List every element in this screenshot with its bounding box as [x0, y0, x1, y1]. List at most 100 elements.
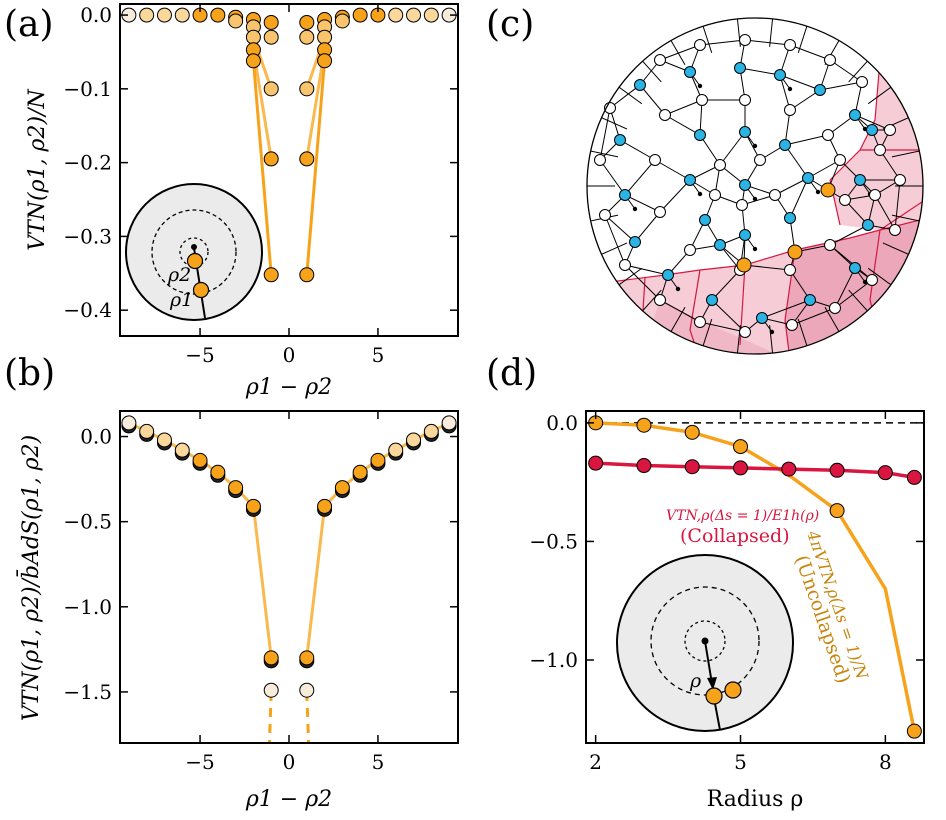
panel-b-point [352, 464, 368, 480]
network-edge [829, 59, 863, 83]
panel-a-ytick-label: −0.2 [63, 151, 112, 175]
tensor-node-virtual [654, 54, 666, 66]
network-boundary-leg [769, 18, 775, 47]
collapsed-point [636, 458, 652, 474]
network-edge [784, 144, 809, 179]
collapsed-point [877, 465, 893, 481]
network-edge [779, 74, 791, 111]
panel-b-point [174, 442, 190, 458]
network-leg-dot [815, 189, 821, 195]
network-leg-dot [697, 83, 703, 89]
network-edge [789, 44, 831, 61]
panel-a-series-line [251, 60, 273, 275]
network-edge [624, 159, 656, 196]
panel-a-ytick-label: −0.3 [63, 224, 112, 248]
network-edge [711, 299, 746, 333]
tensor-node-virtual [894, 174, 906, 186]
panel-d-ytick-label: −1.0 [529, 648, 578, 672]
network-edge [739, 67, 781, 76]
panel-b-ytick-label: −1.5 [63, 680, 112, 704]
network-edge [599, 107, 611, 161]
tensor-node-bulk [849, 262, 861, 274]
panel-a-series-line [305, 49, 327, 160]
panel-a-ylabel: VTN(ρ1, ρ2)/N [25, 89, 50, 251]
tensor-node-virtual [889, 224, 901, 236]
panel-b-ytick-label: 0.0 [80, 425, 112, 449]
tensor-node-virtual [824, 54, 836, 66]
panel-b-marks [121, 415, 457, 744]
tensor-node-bulk [756, 312, 768, 324]
tensor-node-virtual [839, 194, 851, 206]
inset-dashed-circle-inner [179, 237, 209, 267]
panel-b-dashed-extension-left [267, 691, 273, 744]
network-leg-dot [752, 143, 758, 149]
inset-label-rho: ρ [689, 670, 702, 692]
tensor-node-bulk [684, 66, 696, 78]
network-edge [774, 177, 809, 196]
tensor-node-bulk [862, 219, 874, 231]
tensor-node-bulk [614, 134, 626, 146]
panel-a-inset-disk: ρ2 ρ1 [125, 183, 263, 321]
panel-a-point [245, 29, 261, 45]
panel-b-point [388, 442, 404, 458]
uncollapsed-point [636, 417, 652, 433]
tensor-node-virtual [654, 294, 666, 306]
panel-a-ytick-label: −0.4 [63, 298, 112, 322]
network-edge [784, 134, 829, 146]
network-edge [834, 279, 873, 309]
network-edge [604, 214, 636, 243]
tensor-node-virtual [709, 189, 721, 201]
panel-b-point [263, 650, 279, 666]
network-edge [624, 194, 661, 213]
panel-d-xtick-label: 8 [879, 750, 892, 774]
panel-a-point [299, 14, 315, 30]
panel-a-point [406, 7, 422, 23]
network-leg-dot [675, 286, 681, 292]
panel-a-point [263, 14, 279, 30]
panel-d-xtick-label: 2 [589, 750, 602, 774]
panel-a-point [334, 13, 350, 29]
inset-label-rho2: ρ2 [167, 264, 191, 286]
network-leg-dot [752, 246, 758, 252]
tensor-node-bulk [854, 174, 866, 186]
network-boundary-leg [891, 147, 923, 158]
network-edge [789, 269, 811, 301]
tensor-node-bulk [739, 126, 751, 138]
network-edge [744, 39, 791, 46]
tensor-node-bulk [784, 212, 796, 224]
panel-label-b: (b) [4, 353, 55, 394]
panel-a-point [299, 267, 315, 283]
tensor-node-bulk [662, 269, 674, 281]
tensor-node-bulk [774, 69, 786, 81]
panel-b-point [192, 452, 208, 468]
panel-a-xlabel: ρ1 − ρ2 [245, 375, 332, 400]
panel-a-xtick-label: −5 [185, 343, 214, 367]
tensor-node-bulk [739, 179, 751, 191]
network-edge [604, 214, 626, 266]
network-edge [699, 39, 746, 46]
tensor-node-virtual [869, 189, 881, 201]
panel-a-point [317, 53, 333, 69]
panel-a-point [299, 29, 315, 45]
panel-d-inset-disk: ρ [616, 554, 794, 732]
network-edge [789, 89, 821, 111]
network-edge [609, 84, 641, 109]
tensor-node-virtual [714, 159, 726, 171]
network-edge [619, 139, 656, 161]
panel-a-point [299, 81, 315, 97]
panel-b-point [334, 480, 350, 496]
inset-dashed-circle-inner [684, 620, 726, 662]
panel-b-ytick-label: −1.0 [63, 595, 112, 619]
panel-b-point [441, 415, 457, 431]
network-edge [659, 44, 701, 61]
panel-d-xlabel: Radius ρ [707, 787, 804, 812]
tensor-node-bulk [814, 84, 826, 96]
tensor-node-collapsed [736, 257, 752, 273]
network-edge [659, 299, 701, 323]
uncollapsed-point [829, 503, 845, 519]
tensor-node-collapsed [820, 182, 836, 198]
panel-b-point [228, 480, 244, 496]
